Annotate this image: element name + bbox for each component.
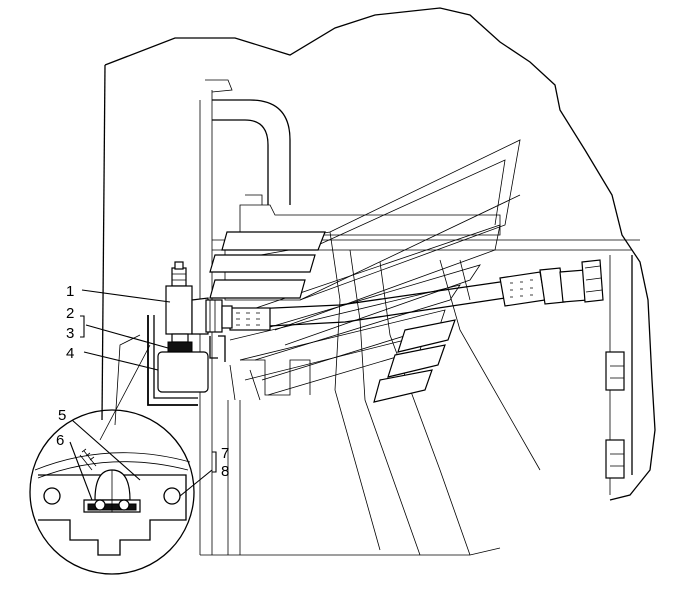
callout-5: 5 xyxy=(58,407,66,424)
leader-lines xyxy=(69,289,213,501)
callout-6: 6 xyxy=(56,432,64,449)
callout-1: 1 xyxy=(66,283,74,300)
detail-view xyxy=(29,409,195,575)
callout-8: 8 xyxy=(221,463,229,480)
mounting-hole-left xyxy=(43,487,61,505)
mounting-hole-right xyxy=(163,487,181,505)
bracket-7-8 xyxy=(212,451,217,473)
detail-circle xyxy=(29,409,195,575)
upper-tube xyxy=(212,99,291,205)
rect-blocks xyxy=(209,231,456,403)
callout-4: 4 xyxy=(66,345,74,362)
hose-assembly xyxy=(229,259,604,331)
callout-7: 7 xyxy=(221,445,229,462)
bracket-2-3 xyxy=(80,315,85,338)
detail-connectors xyxy=(99,334,151,441)
side-plate xyxy=(605,255,633,495)
sensor-assembly xyxy=(147,261,233,406)
slanted-plates xyxy=(224,139,541,556)
callout-3: 3 xyxy=(66,325,74,342)
callout-2: 2 xyxy=(66,305,74,322)
